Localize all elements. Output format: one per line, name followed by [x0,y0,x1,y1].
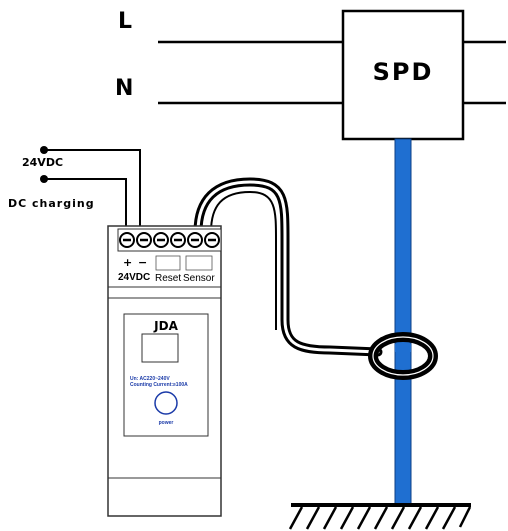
terminal-voltage-label: 24VDC [118,272,150,283]
current-transformer [368,332,438,380]
reset-label: Reset [155,273,181,284]
line-n-label: N [115,76,133,101]
spd-unit: SPD [341,9,465,141]
terminal-plus-label: + [123,256,132,269]
dc-wires: 24VDC DC charging [8,146,141,232]
spd-box [341,9,465,141]
power-button[interactable] [154,391,178,415]
ground-symbol [288,503,472,530]
dc-voltage-label: 24VDC [22,156,63,169]
spd-label: SPD [373,58,434,86]
dc-terminal-dot-negative [40,175,48,183]
terminal-screws [119,232,220,248]
power-button-label: power [159,420,174,426]
spec-line-1: Un: AC220~240V [130,376,170,382]
line-l-label: L [118,9,132,34]
device-name-label: JDA [153,319,178,333]
spec-line-2: Counting Current:≥100A [130,382,188,388]
dc-charging-label: DC charging [8,197,95,210]
display-window [141,333,179,363]
jda-device: + − 24VDC Reset Sensor JDA Un: AC220~240… [107,225,222,517]
sensor-label: Sensor [183,273,215,284]
dc-terminal-dot-positive [40,146,48,154]
terminal-minus-label: − [138,256,147,269]
sensor-cable [193,177,383,357]
ground-conductor [394,138,412,506]
